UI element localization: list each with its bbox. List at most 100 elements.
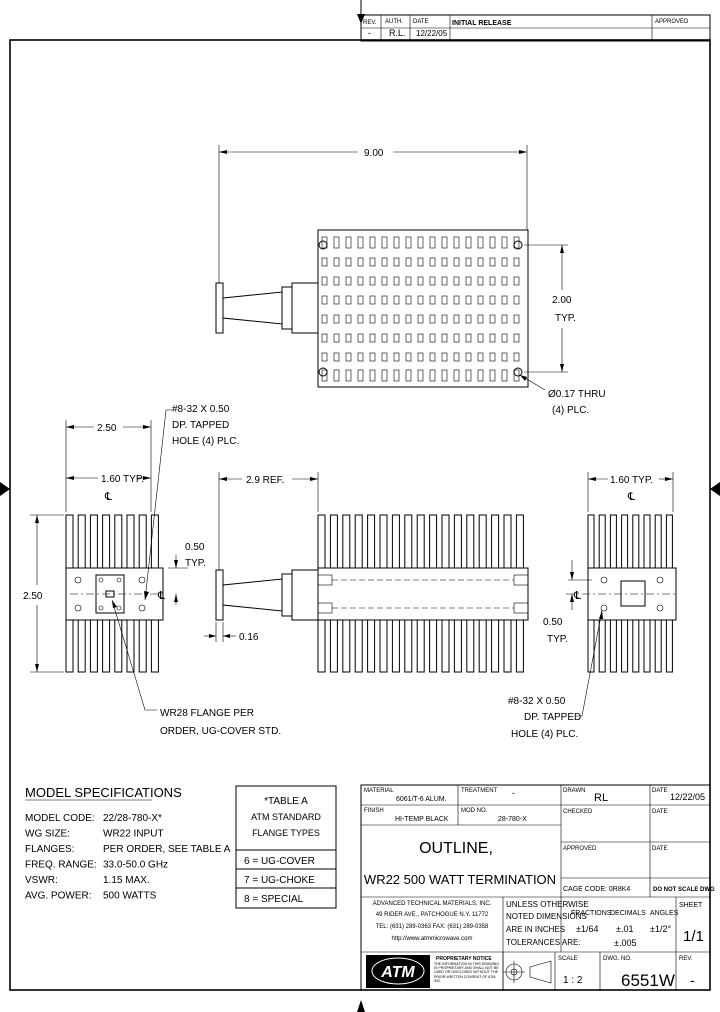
- fin: [404, 619, 413, 673]
- fin-slot: [465, 333, 472, 343]
- fin-slot: [369, 276, 376, 286]
- fin-slot: [489, 276, 496, 286]
- right-end-view: 1.60 TYP. ℄ ℄ 0.50 TYP. #8-32 X 0.50 DP.…: [508, 472, 678, 740]
- svg-text:℄: ℄: [157, 590, 165, 602]
- fin-slot: [465, 369, 472, 382]
- atm-logo-text: ATM: [380, 964, 415, 981]
- fin-slot: [489, 257, 496, 267]
- drawing-title-1: OUTLINE,: [419, 840, 493, 857]
- mod-label: MOD NO.: [461, 808, 488, 814]
- fin: [77, 514, 86, 569]
- fin: [65, 619, 74, 673]
- fin-slot: [333, 276, 340, 286]
- top-flange: [215, 282, 224, 334]
- fin-slot: [405, 236, 412, 249]
- fin-slot: [333, 295, 340, 305]
- fin-slot: [321, 257, 328, 267]
- fin-slot: [465, 295, 472, 305]
- fin-slot: [381, 352, 388, 362]
- fin-slot: [453, 369, 460, 382]
- company-url: http://www.atmmicrowave.com: [391, 936, 472, 942]
- drawn-label: DRAWN: [563, 788, 585, 794]
- decimals-label: DECIMALS: [610, 910, 646, 917]
- fin-slot: [513, 352, 520, 362]
- fin-slot: [477, 352, 484, 362]
- fin-slot: [405, 369, 412, 382]
- fin: [491, 619, 500, 673]
- dim-spacing-right: 1.60 TYP.: [610, 475, 653, 486]
- fin-slot: [417, 369, 424, 382]
- model-specs: MODEL SPECIFICATIONS MODEL CODE:22/28-78…: [25, 785, 231, 902]
- fin-slot: [465, 314, 472, 324]
- fin-slot: [369, 352, 376, 362]
- fin: [587, 619, 595, 673]
- rev-label: REV.: [679, 956, 693, 962]
- fin: [329, 619, 338, 673]
- fin-slot: [489, 295, 496, 305]
- fin-slot: [429, 295, 436, 305]
- fin-slot: [369, 314, 376, 324]
- fin: [515, 619, 524, 673]
- decimals-value-2: ±.005: [614, 938, 636, 948]
- fin-slot: [477, 276, 484, 286]
- fin-slot: [381, 369, 388, 382]
- centerline-left: ℄: [104, 491, 112, 503]
- fin-slot: [489, 314, 496, 324]
- material-value: 6061/T-6 ALUM.: [396, 796, 447, 803]
- fin: [404, 514, 413, 569]
- fin-slot: [429, 314, 436, 324]
- fin-slot: [369, 236, 376, 249]
- tapped-note-1: #8-32 X 0.50: [172, 404, 230, 415]
- fin: [632, 514, 640, 569]
- fin: [102, 514, 111, 569]
- fin: [114, 619, 123, 673]
- dim-overall-length: 9.00: [364, 148, 384, 159]
- fin-slot: [357, 276, 364, 286]
- dim-spacing-left: 1.60 TYP.: [101, 474, 144, 485]
- fin-slot: [477, 333, 484, 343]
- spec-label: AVG. POWER:: [25, 891, 92, 902]
- dim-side-height: 2.50: [23, 591, 43, 602]
- fin-slot: [333, 369, 340, 382]
- fin: [429, 514, 438, 569]
- fin-slot: [429, 333, 436, 343]
- fin-slot: [513, 333, 520, 343]
- fin: [478, 514, 487, 569]
- fin: [391, 619, 400, 673]
- fin-slot: [429, 276, 436, 286]
- fin-slot: [321, 352, 328, 362]
- center-arrow-bottom: [357, 1000, 365, 1012]
- fin-slot: [441, 333, 448, 343]
- fin-slot: [513, 295, 520, 305]
- atm-logo: [366, 955, 430, 988]
- fin-slot: [381, 236, 388, 249]
- fin: [491, 514, 500, 569]
- fin-slot: [333, 352, 340, 362]
- fin-slot: [369, 257, 376, 267]
- rev-value: -: [368, 28, 371, 38]
- fin: [126, 619, 135, 673]
- spec-label: VSWR:: [25, 875, 58, 886]
- treatment-label: TREATMENT: [461, 788, 498, 794]
- flange-note-1: WR28 FLANGE PER: [160, 708, 254, 719]
- table-a-row: 7 = UG-CHOKE: [244, 875, 315, 886]
- table-a-title-1: *TABLE A: [264, 796, 308, 807]
- fin: [515, 514, 524, 569]
- fin-slot: [321, 276, 328, 286]
- fractions-label: FRACTIONS: [571, 910, 612, 917]
- proprietary-title: PROPRIETARY NOTICE: [436, 956, 492, 962]
- sheet-border: [9, 39, 711, 991]
- sheet-value: 1/1: [683, 928, 704, 945]
- fin: [654, 514, 662, 569]
- model-specs-title: MODEL SPECIFICATIONS: [25, 785, 182, 800]
- fractions-value: ±1/64: [576, 924, 598, 934]
- fin: [114, 514, 123, 569]
- rev-label: REV.: [363, 20, 377, 26]
- fin-slot: [477, 295, 484, 305]
- fin: [416, 619, 425, 673]
- fin: [317, 514, 326, 569]
- fin: [632, 619, 640, 673]
- fin-slot: [441, 314, 448, 324]
- fin-slot: [393, 236, 400, 249]
